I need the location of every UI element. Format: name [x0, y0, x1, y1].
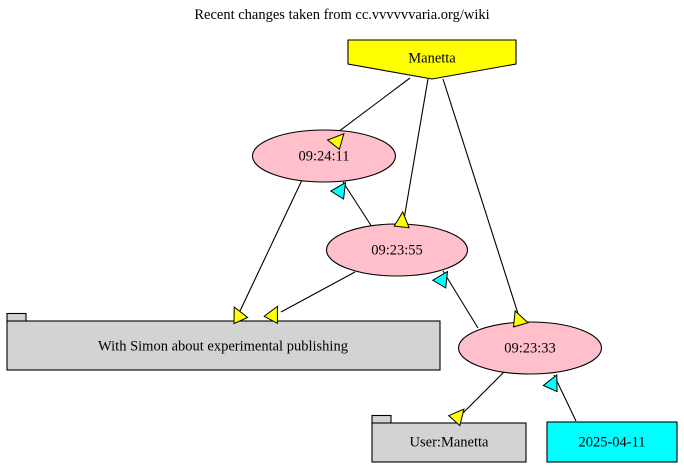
arrowhead-yellow-to-with-simon-b — [263, 305, 278, 325]
node-manetta-user[interactable]: Manetta — [347, 39, 517, 80]
invhouse-shape — [347, 39, 517, 80]
node-rev-092411[interactable]: 09:24:11 — [251, 129, 397, 183]
edge-manetta-to-092355 — [402, 78, 429, 226]
arrowhead-yellow-to-user-manetta — [447, 408, 465, 427]
edge-manetta-to-092411 — [337, 77, 411, 133]
node-rev-092411-label: 09:24:11 — [298, 148, 349, 164]
node-manetta-user-label: Manetta — [408, 50, 456, 66]
arrowhead-yellow-to-with-simon-a — [233, 306, 249, 325]
arrowhead-cyan-to-092333 — [542, 374, 558, 393]
edge-092333-to-user-manetta — [460, 371, 505, 416]
node-rev-092355[interactable]: 09:23:55 — [325, 223, 469, 277]
node-rev-092333-label: 09:23:33 — [504, 340, 556, 356]
edge-manetta-to-092333 — [442, 78, 522, 324]
edge-date-to-092333 — [553, 374, 577, 422]
node-page-user-manetta[interactable]: User:Manetta — [371, 414, 527, 463]
arrowheads-group — [233, 132, 558, 427]
node-rev-092333[interactable]: 09:23:33 — [457, 321, 603, 375]
edge-092411-to-with-simon — [239, 179, 303, 312]
graph-title: Recent changes taken from cc.vvvvvvaria.… — [194, 7, 490, 23]
arrowhead-cyan-to-092355 — [431, 270, 449, 289]
arrowhead-cyan-to-092411 — [329, 181, 347, 200]
arrowhead-yellow-to-092411 — [326, 132, 345, 151]
tab-corner-shape — [6, 312, 27, 323]
edge-092333-to-092355 — [442, 270, 479, 329]
node-date-2025-04-11-label: 2025-04-11 — [578, 434, 645, 450]
ellipse-shape — [457, 321, 603, 375]
tab-corner-shape — [371, 414, 392, 425]
node-rev-092355-label: 09:23:55 — [371, 242, 423, 258]
tab-body-shape — [371, 422, 527, 463]
ellipse-shape — [251, 129, 397, 183]
edge-092355-to-092411 — [342, 181, 373, 228]
edges-group — [239, 77, 577, 422]
arrowhead-yellow-to-092355 — [393, 210, 410, 229]
node-page-with-simon[interactable]: With Simon about experimental publishing — [6, 312, 441, 371]
box-shape — [546, 421, 678, 463]
edge-092355-to-with-simon — [280, 271, 356, 313]
node-page-user-manetta-label: User:Manetta — [410, 434, 489, 450]
arrowhead-yellow-to-092333 — [512, 309, 529, 328]
nodes-group: Manetta 09:24:11 09:23:55 09:23:33 — [6, 39, 678, 463]
node-date-2025-04-11[interactable]: 2025-04-11 — [546, 421, 678, 463]
node-page-with-simon-label: With Simon about experimental publishing — [98, 338, 348, 354]
tab-body-shape — [6, 320, 441, 371]
